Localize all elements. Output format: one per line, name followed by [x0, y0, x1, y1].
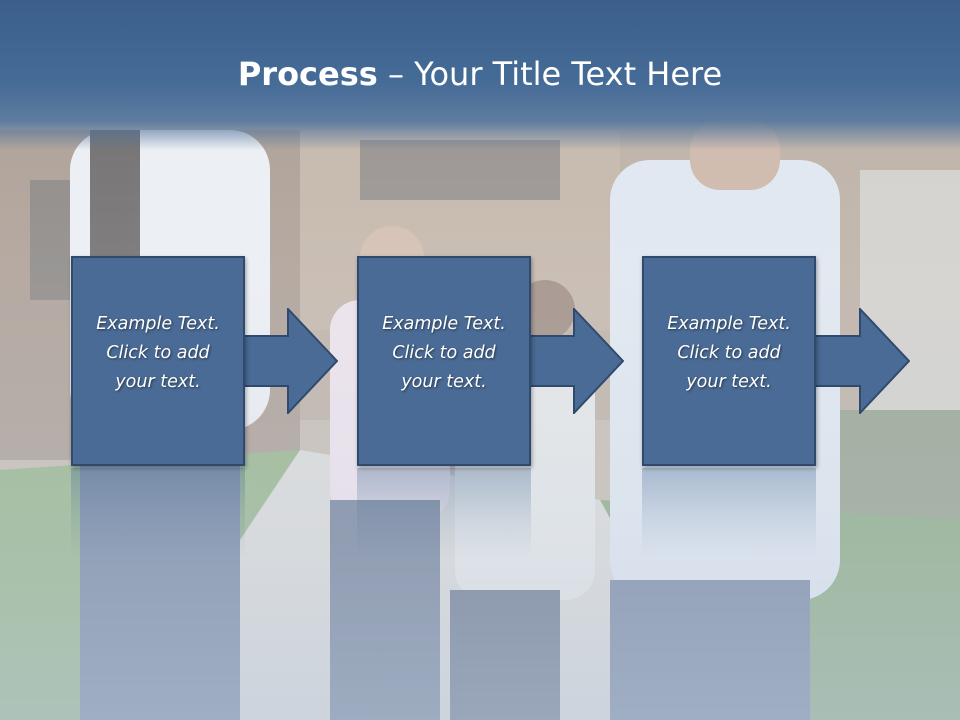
process-arrow-3[interactable] [812, 308, 910, 414]
title-bar [0, 0, 960, 150]
step-text[interactable]: Example Text. Click to add your text. [644, 310, 814, 397]
step-reflection [71, 468, 245, 558]
title-rest-part: – Your Title Text Here [377, 55, 723, 93]
step-text-line-3: your text. [115, 372, 201, 392]
step-text[interactable]: Example Text. Click to add your text. [73, 310, 243, 397]
process-step-3[interactable]: Example Text. Click to add your text. [642, 256, 816, 466]
step-text-line-1: Example Text. [667, 314, 791, 334]
step-text-line-3: your text. [686, 372, 772, 392]
step-text-line-2: Click to add [677, 343, 781, 363]
process-step-1[interactable]: Example Text. Click to add your text. [71, 256, 245, 466]
step-reflection [357, 468, 531, 558]
step-text-line-2: Click to add [392, 343, 496, 363]
step-text-line-1: Example Text. [96, 314, 220, 334]
title-bold-part: Process [237, 55, 378, 93]
process-arrow-1[interactable] [240, 308, 338, 414]
slide-title[interactable]: Process – Your Title Text Here [0, 52, 960, 96]
step-text-line-1: Example Text. [382, 314, 506, 334]
step-reflection [642, 468, 816, 558]
process-arrow-2[interactable] [526, 308, 624, 414]
step-text-line-3: your text. [401, 372, 487, 392]
process-step-2[interactable]: Example Text. Click to add your text. [357, 256, 531, 466]
step-text[interactable]: Example Text. Click to add your text. [359, 310, 529, 397]
step-text-line-2: Click to add [106, 343, 210, 363]
